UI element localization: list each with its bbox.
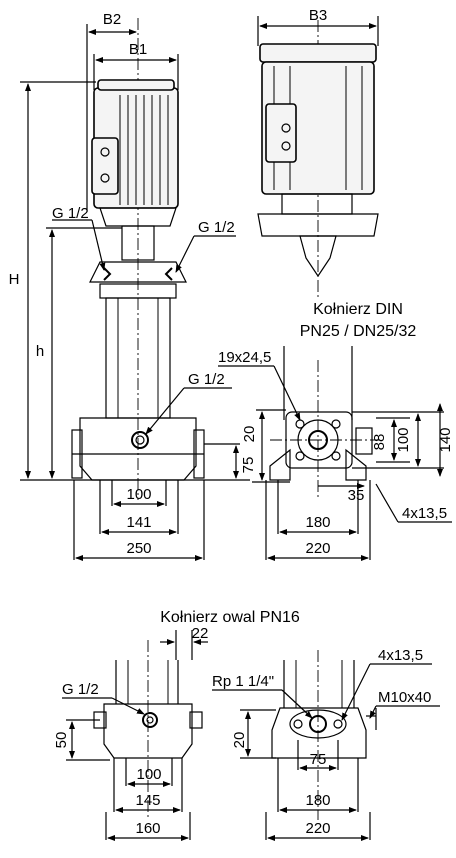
label-180: 180 <box>305 514 330 531</box>
label-35: 35 <box>348 487 365 504</box>
label-220b: 220 <box>305 820 330 837</box>
label-m10: M10x40 <box>378 689 431 706</box>
label-75: 75 <box>240 457 257 474</box>
din-flange-view <box>269 346 380 500</box>
label-75b: 75 <box>310 751 327 768</box>
label-g-left: G 1/2 <box>52 205 89 222</box>
label-4x13: 4x13,5 <box>402 505 447 522</box>
label-H: H <box>9 271 20 288</box>
pump-front-view <box>71 18 205 500</box>
motor-fins <box>119 95 169 205</box>
label-250: 250 <box>126 540 151 557</box>
label-h: h <box>36 343 44 360</box>
label-g-bottom: G 1/2 <box>188 371 225 388</box>
label-180b: 180 <box>305 792 330 809</box>
label-145: 145 <box>135 792 160 809</box>
label-20: 20 <box>241 426 258 443</box>
motor-side-view <box>257 20 379 300</box>
label-22: 22 <box>192 625 209 642</box>
label-g-oval: G 1/2 <box>62 681 99 698</box>
label-b2: B2 <box>103 11 121 28</box>
label-20b: 20 <box>231 732 248 749</box>
oval-title: Kołnierz owal PN16 <box>160 609 300 626</box>
label-100: 100 <box>126 486 151 503</box>
label-4x13-oval: 4x13,5 <box>378 647 423 664</box>
label-rp: Rp 1 1/4" <box>212 673 274 690</box>
label-100b: 100 <box>136 766 161 783</box>
label-g-right: G 1/2 <box>198 219 235 236</box>
label-160: 160 <box>135 820 160 837</box>
din-title: Kołnierz DIN <box>313 301 403 318</box>
din-subtitle: PN25 / DN25/32 <box>300 323 417 340</box>
label-50: 50 <box>53 732 70 749</box>
label-b1: B1 <box>129 41 147 58</box>
label-88: 88 <box>371 434 388 451</box>
label-220: 220 <box>305 540 330 557</box>
label-100v: 100 <box>395 427 412 452</box>
label-140: 140 <box>437 427 454 452</box>
label-b3: B3 <box>309 7 327 24</box>
label-141: 141 <box>126 514 151 531</box>
label-19x24: 19x24,5 <box>218 349 271 366</box>
